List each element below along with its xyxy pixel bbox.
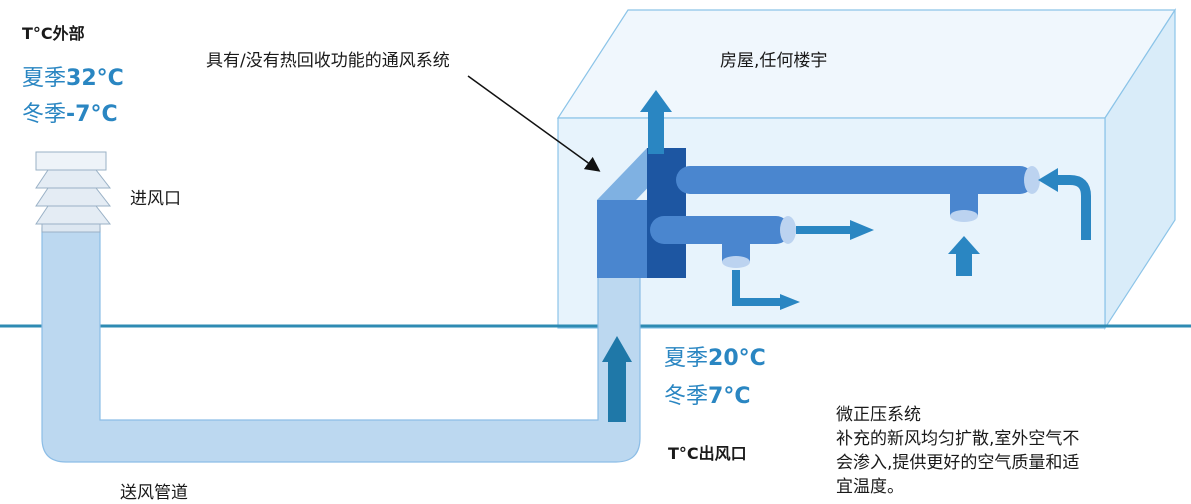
outside-winter-prefix: 冬季 — [22, 102, 67, 127]
outlet-summer-prefix: 夏季 — [664, 346, 709, 371]
air-inlet-cap — [35, 151, 112, 233]
bent-arrow-lower-branch — [732, 270, 800, 310]
outside-summer-value: 32°C — [66, 66, 124, 91]
outside-winter-temp: 冬季-7°C — [22, 100, 118, 130]
air-inlet-label: 进风口 — [130, 189, 181, 209]
outlet-winter-value: 7°C — [708, 384, 751, 409]
upper-duct — [676, 166, 1040, 222]
up-arrow-top — [640, 90, 672, 154]
outlet-summer-value: 20°C — [708, 346, 766, 371]
supply-duct-label: 送风管道 — [120, 483, 188, 503]
building-label: 房屋,任何楼宇 — [720, 51, 828, 71]
up-arrow-right-branch — [948, 236, 980, 276]
label-pointer-line — [467, 75, 601, 172]
outlet-winter-prefix: 冬季 — [664, 384, 709, 409]
outside-summer-temp: 夏季32°C — [22, 64, 124, 94]
outlet-winter-temp: 冬季7°C — [664, 382, 750, 412]
pressure-note-line1: 补充的新风均匀扩散,室外空气不 — [836, 429, 1080, 449]
pressure-note-title: 微正压系统 — [836, 405, 921, 425]
pressure-note-line2: 会渗入,提供更好的空气质量和适 — [836, 453, 1080, 473]
outlet-label: T°C出风口 — [668, 444, 747, 463]
supply-duct — [41, 227, 641, 463]
outside-summer-prefix: 夏季 — [22, 66, 67, 91]
lower-duct — [650, 216, 796, 268]
ventilation-unit — [597, 148, 686, 278]
return-curved-arrow — [1038, 168, 1091, 240]
outlet-summer-temp: 夏季20°C — [664, 344, 766, 374]
outside-winter-value: -7°C — [66, 102, 118, 127]
right-arrow-lower-duct — [796, 220, 874, 240]
pressure-note-line3: 宜温度。 — [836, 477, 904, 497]
duct-up-arrow — [602, 336, 632, 422]
ventilation-system-label: 具有/没有热回收功能的通风系统 — [206, 51, 450, 71]
outside-label: T°C外部 — [22, 24, 85, 43]
